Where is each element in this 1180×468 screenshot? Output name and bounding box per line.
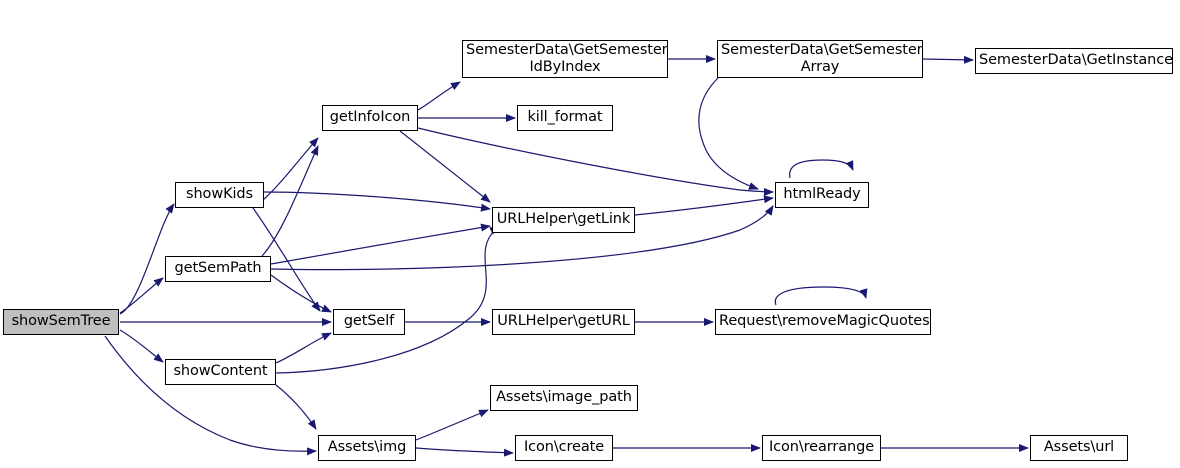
graph-node-label: showKids: [186, 186, 253, 203]
graph-node-label: SemesterData\GetInstance: [979, 52, 1173, 69]
graph-node-showSemTree[interactable]: showSemTree: [3, 309, 119, 335]
graph-edge: [270, 274, 332, 313]
graph-node-getSelf[interactable]: getSelf: [333, 309, 405, 335]
graph-edge: [275, 384, 317, 430]
graph-node-label: Assets\url: [1043, 439, 1115, 456]
graph-node-label: Assets\img: [327, 439, 407, 456]
graph-node-label: htmlReady: [783, 186, 861, 203]
graph-node-SemesterIdByIndex[interactable]: SemesterData\GetSemester IdByIndex: [462, 40, 668, 78]
graph-node-label: Assets\image_path: [496, 389, 632, 406]
graph-node-label: Icon\rearrange: [768, 439, 875, 456]
graph-node-kill_format[interactable]: kill_format: [517, 105, 613, 131]
graph-node-label: Request\removeMagicQuotes: [719, 313, 930, 330]
graph-edge: [922, 55, 974, 64]
graph-node-label: showSemTree: [11, 313, 111, 330]
graph-node-label: kill_format: [527, 109, 603, 126]
graph-node-AssetsUrl[interactable]: Assets\url: [1030, 435, 1128, 461]
graph-node-getURL[interactable]: URLHelper\getURL: [492, 309, 635, 335]
graph-edge: [634, 195, 774, 216]
graph-node-label: getSemPath: [174, 260, 262, 277]
graph-edge: [417, 127, 774, 196]
graph-edge: [417, 81, 461, 111]
graph-edge: [415, 409, 489, 441]
graph-node-showKids[interactable]: showKids: [175, 182, 264, 208]
graph-edge: [698, 77, 759, 190]
graph-edge: [399, 130, 491, 203]
graph-edge: [270, 223, 491, 265]
graph-node-getLink[interactable]: URLHelper\getLink: [492, 207, 635, 233]
graph-node-showContent[interactable]: showContent: [165, 359, 276, 385]
graph-node-label: SemesterData\GetSemester IdByIndex: [466, 41, 668, 75]
graph-edge: [119, 277, 164, 314]
graph-node-label: SemesterData\GetSemester Array: [721, 41, 923, 75]
graph-node-IconCreate[interactable]: Icon\create: [515, 435, 613, 461]
graph-edge: [104, 335, 317, 456]
graph-edge: [119, 329, 164, 363]
graph-edge: [415, 447, 514, 457]
graph-edge: [275, 332, 332, 364]
graph-node-getInfoIcon[interactable]: getInfoIcon: [322, 105, 418, 131]
graph-node-AssetsImg[interactable]: Assets\img: [318, 435, 416, 461]
graph-node-GetInstance[interactable]: SemesterData\GetInstance: [975, 48, 1173, 74]
graph-node-image_path[interactable]: Assets\image_path: [490, 385, 638, 411]
graph-node-label: showContent: [173, 363, 268, 380]
graph-node-label: URLHelper\getLink: [496, 211, 631, 228]
graph-node-label: getSelf: [343, 313, 395, 330]
graph-node-label: getInfoIcon: [329, 109, 411, 126]
graph-node-label: URLHelper\getURL: [497, 313, 630, 330]
graph-node-label: Icon\create: [523, 439, 605, 456]
graph-node-IconRearrange[interactable]: Icon\rearrange: [762, 435, 881, 461]
graph-node-htmlReady[interactable]: htmlReady: [775, 182, 869, 208]
graph-edge: [263, 191, 491, 212]
graph-edge: [261, 145, 319, 257]
graph-node-getSemPath[interactable]: getSemPath: [165, 256, 271, 282]
graph-edge: [774, 286, 868, 306]
graph-node-SemesterArray[interactable]: SemesterData\GetSemester Array: [717, 40, 923, 78]
graph-node-removeMagicQuotes[interactable]: Request\removeMagicQuotes: [715, 309, 931, 335]
graph-edge: [275, 226, 500, 374]
graph-edge: [262, 137, 319, 201]
graph-edge: [789, 159, 854, 179]
